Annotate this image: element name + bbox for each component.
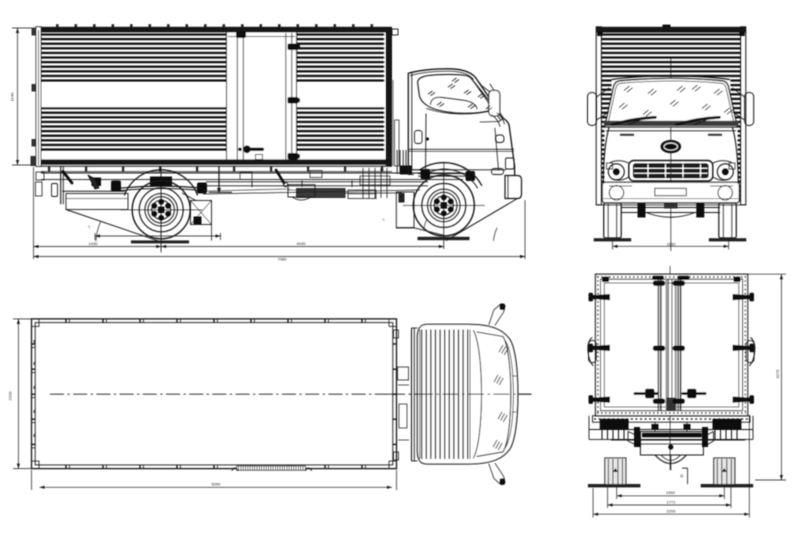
svg-text:1550: 1550 <box>666 490 676 495</box>
svg-text:5050: 5050 <box>212 481 222 486</box>
svg-text:7080: 7080 <box>278 257 288 262</box>
svg-text:7: 7 <box>87 225 91 229</box>
svg-text:1140: 1140 <box>10 92 15 101</box>
svg-text:4030: 4030 <box>297 241 307 246</box>
svg-text:2200: 2200 <box>667 509 677 514</box>
svg-text:1430: 1430 <box>89 241 99 246</box>
svg-text:3275: 3275 <box>775 369 780 379</box>
svg-text:1650: 1650 <box>667 242 677 247</box>
svg-text:7: 7 <box>382 218 386 222</box>
svg-text:1771: 1771 <box>667 499 677 504</box>
svg-text:2200: 2200 <box>8 391 13 401</box>
svg-text:15: 15 <box>680 474 684 478</box>
